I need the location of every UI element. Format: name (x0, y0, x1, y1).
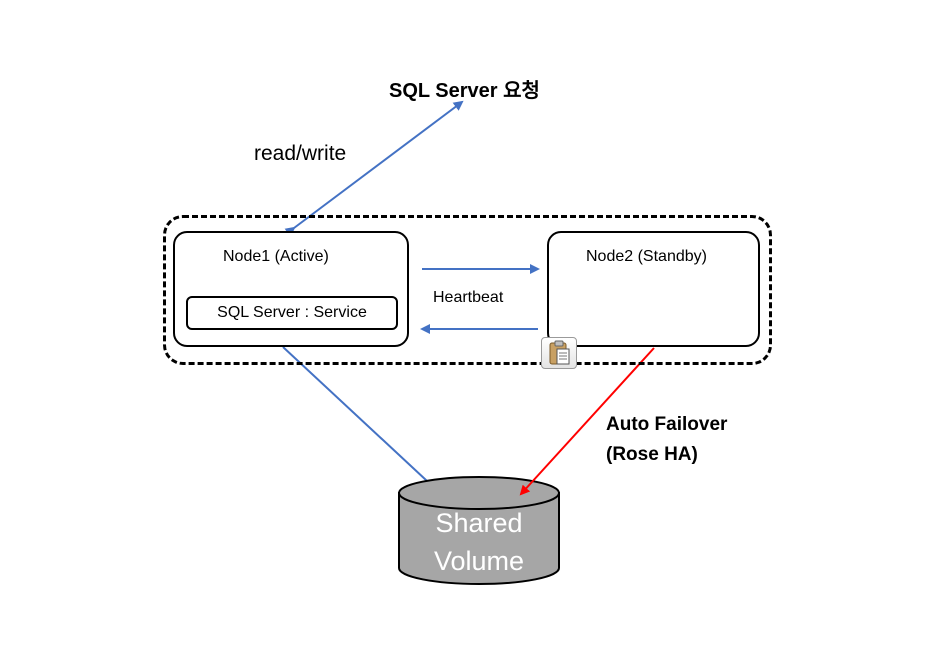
cluster-boundary (163, 215, 772, 365)
node2-box (547, 231, 760, 347)
diagram-title: SQL Server 요청 (389, 80, 540, 102)
sql-server-service-box: SQL Server : Service (186, 296, 398, 330)
node2-title: Node2 (Standby) (586, 248, 707, 265)
failover-label: Auto Failover (Rose HA) (606, 410, 727, 470)
shared-volume-cylinder (398, 476, 560, 585)
failover-arrow (519, 347, 655, 496)
node1-volume-arrow (282, 346, 443, 496)
failover-line2: (Rose HA) (606, 444, 698, 465)
heartbeat-label: Heartbeat (433, 289, 504, 306)
node1-title: Node1 (Active) (223, 248, 329, 265)
node1-box (173, 231, 409, 347)
shared-volume-line2: Volume (433, 546, 525, 576)
read-write-arrow (284, 100, 464, 237)
clipboard-icon[interactable] (541, 337, 577, 369)
shared-volume-line1: Shared (435, 508, 523, 538)
read-write-label: read/write (254, 142, 347, 165)
shared-volume-label: Shared Volume (398, 504, 560, 580)
failover-line1: Auto Failover (606, 414, 728, 435)
